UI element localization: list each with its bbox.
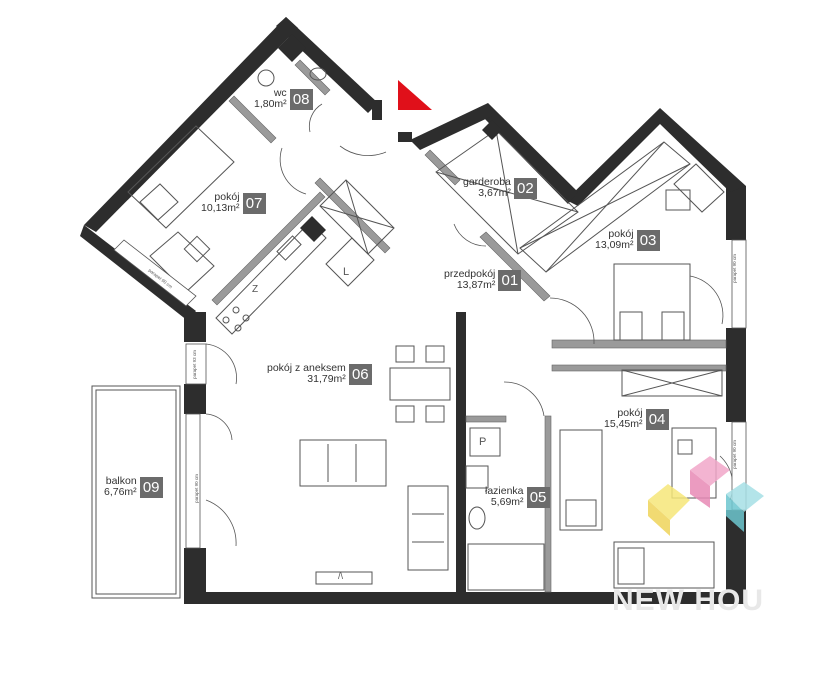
room-number: 06	[348, 363, 372, 385]
room-name: łazienka	[485, 485, 524, 497]
room-number: 04	[645, 408, 669, 430]
vent-shafts	[278, 34, 502, 242]
room-area: 1,80m²	[254, 98, 287, 110]
entrance-marker	[398, 80, 432, 110]
room-area: 10,13m²	[201, 202, 240, 214]
brand-watermark: NEW HOU	[612, 584, 764, 617]
room-area: 15,45m²	[604, 418, 643, 430]
room-name: pokój	[214, 191, 240, 203]
room-number: 03	[636, 229, 660, 251]
door-swings	[205, 103, 734, 547]
room-name: balkon	[105, 475, 137, 487]
window-note: parapet 90 cm	[731, 440, 737, 469]
room-name: przedpokój	[444, 268, 496, 280]
room-area: 13,09m²	[595, 239, 634, 251]
fixture-tv-label: /\	[338, 571, 344, 581]
room-name: pokój z aneksem	[267, 362, 346, 374]
room-area: 3,67m²	[478, 187, 511, 199]
furniture	[91, 67, 725, 599]
window-note: parapet 90 cm	[193, 474, 199, 503]
fixture-z-label: Z	[252, 284, 259, 295]
fixture-p-label: P	[479, 436, 487, 448]
room-area: 6,76m²	[104, 486, 137, 498]
room-area: 5,69m²	[490, 496, 524, 508]
fixture-l-label: L	[343, 266, 350, 278]
room-name: pokój	[608, 228, 634, 240]
room-number: 01	[498, 269, 522, 291]
room-number: 09	[139, 476, 163, 498]
window-note: parapet 93 cm	[191, 350, 197, 379]
room-number: 05	[526, 486, 550, 508]
windows	[113, 239, 747, 549]
window-note: parapet 90 cm	[731, 254, 737, 283]
room-number: 02	[513, 177, 537, 199]
brand-logo-cubes	[648, 456, 764, 536]
room-name: pokój	[617, 407, 643, 419]
room-area: 13,87m²	[456, 279, 496, 291]
room-number: 08	[289, 88, 313, 110]
room-name: garderoba	[463, 176, 511, 188]
room-number: 07	[242, 192, 266, 214]
room-name: wc	[273, 87, 287, 99]
exterior-walls	[80, 17, 746, 604]
room-area: 31,79m²	[307, 373, 346, 385]
